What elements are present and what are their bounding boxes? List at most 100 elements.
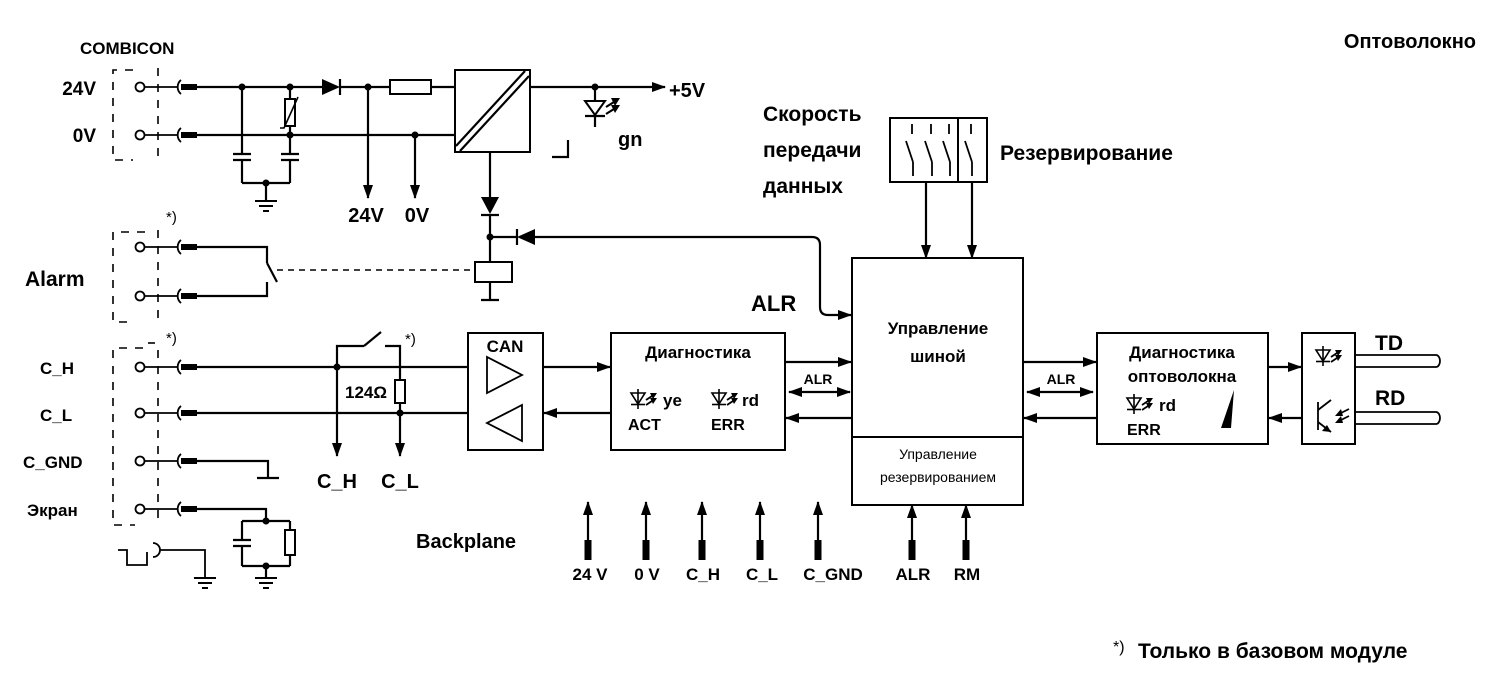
combicon-label: COMBICON [80, 39, 174, 58]
terminal-alarm-1 [136, 240, 198, 254]
backplane-pin-rm: RM [954, 504, 980, 584]
alarm-footnote-mark: *) [166, 209, 177, 226]
relay-coil-icon [474, 261, 513, 283]
redundancy-control-line2: резервированием [880, 469, 996, 485]
rd-fiber-cable [1355, 411, 1441, 425]
ground-icon [254, 577, 278, 589]
diagnostics-box [610, 332, 786, 451]
alr-arrow [535, 235, 852, 320]
driver-tx-icon [486, 355, 524, 395]
resistor-icon [394, 379, 406, 404]
power-supply-circuit: 24V 0V +5V gn [196, 69, 706, 302]
termination-switch-icon [363, 331, 382, 347]
bus-control-title-line1: Управление [888, 319, 988, 338]
terminal-24v-label: 24V [62, 79, 96, 100]
signal-level-icon [1221, 390, 1234, 428]
err-label: ERR [1127, 422, 1161, 439]
terminal-cl [136, 406, 198, 420]
terminal-screen [136, 502, 198, 516]
footnote: *) Только в базовом модуле [1113, 639, 1407, 663]
can-transceiver-block: CAN [467, 332, 611, 451]
fuse-icon [389, 79, 432, 95]
speed-label-line3: данных [763, 175, 843, 198]
terminal-cgnd-label: C_GND [23, 453, 83, 472]
bus-control-title-line2: шиной [910, 347, 966, 366]
redundancy-label: Резервирование [1000, 142, 1173, 165]
switch-footnote-mark: *) [405, 331, 416, 348]
can-footnote-mark: *) [166, 330, 177, 347]
capacitor-icon [233, 87, 251, 183]
speed-label-line1: Скорость [763, 103, 862, 126]
terminal-cgnd [136, 454, 198, 468]
alr-link-label: ALR [804, 371, 833, 387]
tap-0v-label: 0V [405, 205, 430, 227]
terminal-alarm-2 [136, 289, 198, 303]
chassis-ground-icon [552, 140, 570, 159]
alr-feedback-path: ALR [490, 229, 852, 320]
fiber-diagnostics-block: ALR Диагностика оптоволокна rd ERR [1023, 332, 1302, 445]
backplane-pin-alr: ALR [896, 504, 931, 584]
terminal-ch [136, 360, 198, 374]
tap-ch-label: C_H [317, 471, 357, 493]
footnote-text: Только в базовом модуле [1138, 640, 1407, 663]
capacitor-icon [233, 521, 251, 566]
terminal-ch-label: C_H [40, 359, 74, 378]
can-box [467, 332, 544, 451]
led-rd-label: rd [1159, 396, 1176, 415]
redundancy-control-line1: Управление [899, 446, 977, 462]
relay-contact-icon [266, 262, 278, 283]
backplane-pin-cgnd: C_GND [803, 501, 863, 584]
terminal-0v [136, 128, 198, 142]
speed-switch-icon [905, 124, 951, 176]
termination-switch-wire [335, 344, 364, 367]
diagnostics-block: Диагностика ye ACT rd ERR ALR [610, 332, 852, 451]
tap-cl-label: C_L [381, 471, 419, 493]
can-terminal-block: *) C_H C_L C_GND Экран *) 124Ω C_H C_L [23, 330, 468, 589]
terminal-block-outline [112, 347, 143, 526]
pin-label: C_L [746, 565, 778, 584]
bus-control-block: Управление шиной Управление резервирован… [851, 257, 1024, 506]
terminal-block-outline [112, 231, 145, 323]
wire-alarm-2 [196, 282, 269, 298]
terminal-24v [136, 80, 198, 94]
ground-icon [193, 577, 217, 589]
fiber-diagnostics-box [1096, 332, 1269, 445]
resistor-icon [284, 521, 296, 566]
fiber-transceiver-block: TD RD [1301, 332, 1441, 445]
tap-24v-label: 24V [348, 205, 384, 227]
capacitor-icon [281, 152, 299, 183]
terminal-0v-label: 0V [73, 126, 97, 147]
can-label: CAN [487, 337, 524, 356]
led-ye-label: ye [663, 391, 682, 410]
led-gn-label: gn [618, 129, 642, 151]
termination-switch-wire [385, 344, 402, 380]
backplane-pin-ch: C_H [686, 501, 720, 584]
backplane-pin-0v: 0 V [634, 501, 660, 584]
alarm-label: Alarm [25, 268, 85, 291]
alr-link-label: ALR [1047, 371, 1076, 387]
diagnostics-title: Диагностика [645, 343, 751, 362]
pin-label: ALR [896, 565, 931, 584]
diode-icon [322, 79, 340, 95]
rx-phototransistor-icon [1317, 399, 1350, 433]
redundancy-switch-icon [964, 124, 973, 176]
alr-label: ALR [751, 291, 796, 316]
ground-icon [254, 200, 278, 212]
footnote-mark: *) [1113, 639, 1125, 656]
fiber-diagnostics-title-line1: Диагностика [1129, 343, 1235, 362]
led-rd-label: rd [742, 391, 759, 410]
backplane-label: Backplane [416, 531, 516, 553]
dc-converter-icon [454, 69, 531, 153]
diode-icon [481, 197, 499, 214]
led-gn-icon [583, 83, 620, 127]
pin-label: C_GND [803, 565, 863, 584]
bus-control-box [851, 257, 1024, 506]
fiber-title: Оптоволокно [1344, 31, 1476, 53]
driver-rx-icon [485, 403, 523, 443]
diode-icon [517, 229, 535, 245]
backplane-pin-24v: 24 V [573, 501, 608, 584]
act-label: ACT [628, 417, 661, 434]
junction-dot [262, 517, 270, 525]
fiber-diagnostics-title-line2: оптоволокна [1128, 367, 1237, 386]
